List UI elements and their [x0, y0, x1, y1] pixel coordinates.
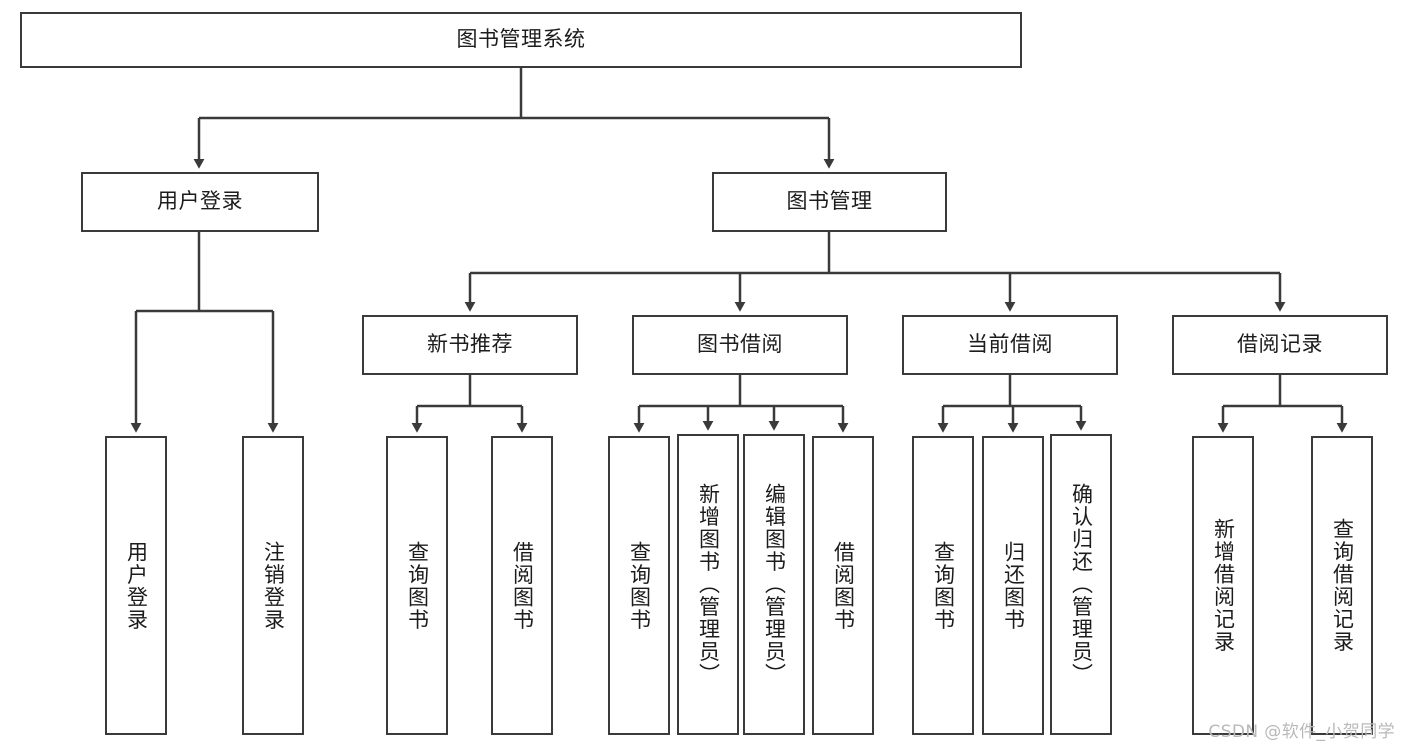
leaf-borrow-lend-book[interactable]: 借阅图书: [812, 436, 874, 735]
node-book-borrow[interactable]: 图书借阅: [632, 315, 848, 375]
node-current-borrow-label: 当前借阅: [967, 332, 1053, 357]
leaf-user-login-label: 用户登录: [124, 540, 149, 631]
node-root[interactable]: 图书管理系统: [20, 12, 1022, 68]
leaf-current-confirm-return-label: 确认归还（管理员）: [1069, 483, 1094, 686]
leaf-user-logout-label: 注销登录: [261, 540, 286, 631]
node-new-book-recommend[interactable]: 新书推荐: [362, 315, 578, 375]
leaf-borrow-lend-book-label: 借阅图书: [831, 540, 856, 631]
leaf-current-return-book[interactable]: 归还图书: [982, 436, 1044, 735]
leaf-user-login[interactable]: 用户登录: [105, 436, 167, 735]
node-user-login-label: 用户登录: [157, 189, 243, 214]
node-book-management[interactable]: 图书管理: [712, 172, 947, 232]
leaf-new-book-query[interactable]: 查询图书: [386, 436, 448, 735]
leaf-records-add[interactable]: 新增借阅记录: [1192, 436, 1254, 735]
leaf-new-book-borrow-label: 借阅图书: [510, 540, 535, 631]
leaf-records-query[interactable]: 查询借阅记录: [1311, 436, 1373, 735]
node-book-management-label: 图书管理: [786, 189, 873, 214]
leaf-borrow-edit-book-label: 编辑图书（管理员）: [762, 483, 787, 686]
leaf-current-query-book-label: 查询图书: [931, 540, 956, 631]
node-borrow-records[interactable]: 借阅记录: [1172, 315, 1388, 375]
node-borrow-records-label: 借阅记录: [1237, 332, 1323, 357]
node-new-book-recommend-label: 新书推荐: [427, 332, 513, 357]
leaf-borrow-query-book[interactable]: 查询图书: [608, 436, 670, 735]
leaf-new-book-borrow[interactable]: 借阅图书: [491, 436, 553, 735]
node-root-label: 图书管理系统: [456, 27, 586, 52]
node-current-borrow[interactable]: 当前借阅: [902, 315, 1118, 375]
leaf-current-confirm-return[interactable]: 确认归还（管理员）: [1050, 434, 1112, 735]
leaf-current-query-book[interactable]: 查询图书: [912, 436, 974, 735]
leaf-borrow-add-book[interactable]: 新增图书（管理员）: [677, 434, 739, 735]
leaf-user-logout[interactable]: 注销登录: [242, 436, 304, 735]
leaf-borrow-add-book-label: 新增图书（管理员）: [696, 483, 721, 686]
leaf-new-book-query-label: 查询图书: [405, 540, 430, 631]
leaf-current-return-book-label: 归还图书: [1001, 540, 1026, 631]
leaf-records-query-label: 查询借阅记录: [1330, 518, 1355, 653]
leaf-borrow-query-book-label: 查询图书: [627, 540, 652, 631]
leaf-borrow-edit-book[interactable]: 编辑图书（管理员）: [743, 434, 805, 735]
node-book-borrow-label: 图书借阅: [697, 332, 783, 357]
leaf-records-add-label: 新增借阅记录: [1211, 518, 1236, 653]
node-user-login[interactable]: 用户登录: [81, 172, 319, 232]
